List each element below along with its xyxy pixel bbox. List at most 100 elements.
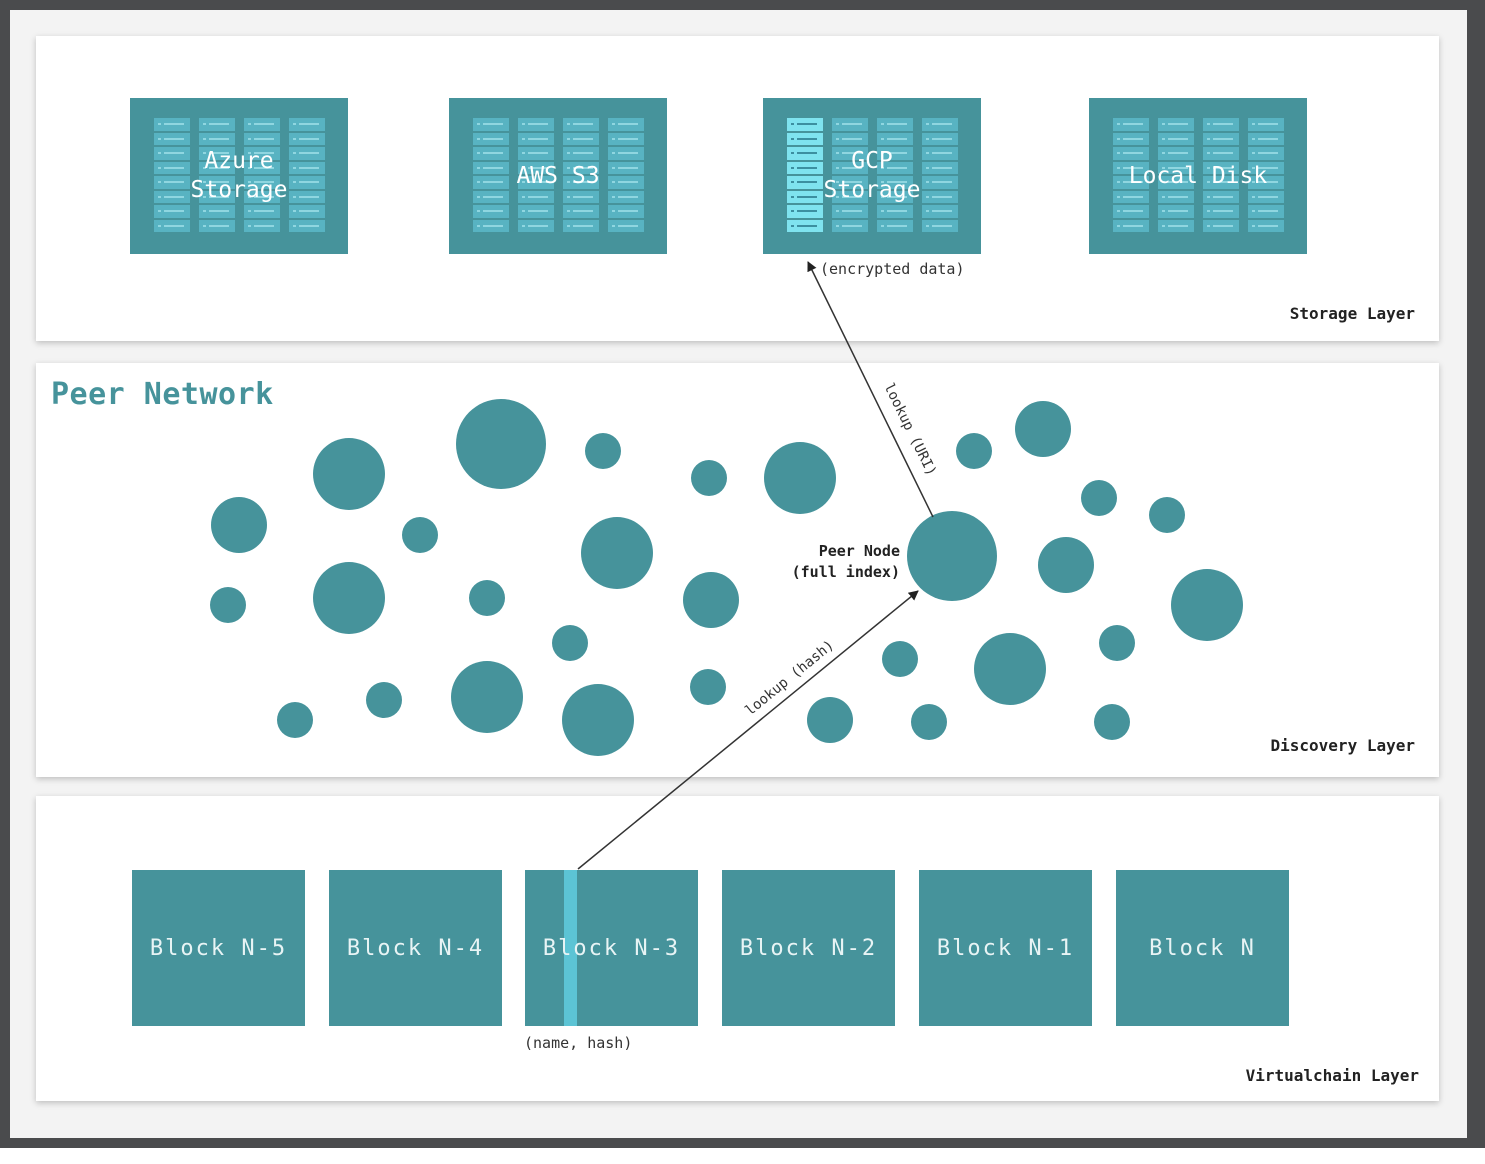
disk-slot xyxy=(877,205,913,218)
disk-slot xyxy=(1113,118,1149,131)
disk-slot xyxy=(608,190,644,203)
disk-slot xyxy=(563,190,599,203)
disk-slot xyxy=(922,132,958,145)
disk-slot xyxy=(1203,176,1239,189)
disk-slot xyxy=(289,190,325,203)
peer-network-title: Peer Network xyxy=(51,377,274,412)
peer-node xyxy=(456,399,546,489)
disk-slot xyxy=(1203,219,1239,232)
disk-slot xyxy=(922,161,958,174)
storage-backend-gcp: GCP Storage xyxy=(763,98,981,254)
block-label: Block N-5 xyxy=(149,935,288,961)
disk-slot xyxy=(473,205,509,218)
disk-slot xyxy=(1248,161,1284,174)
disk-slot xyxy=(832,205,868,218)
disk-slot xyxy=(244,161,280,174)
disk-slot xyxy=(563,161,599,174)
lookup-hash-arrow xyxy=(577,590,919,870)
disk-slot xyxy=(244,190,280,203)
peer-network xyxy=(210,399,1243,756)
disk-slot xyxy=(518,190,554,203)
peer-node xyxy=(451,661,523,733)
disk-slot xyxy=(877,132,913,145)
storage-backend-azure: Azure Storage xyxy=(130,98,348,254)
disk-slot xyxy=(922,205,958,218)
peer-node xyxy=(911,704,947,740)
disk-slot xyxy=(787,161,823,174)
disk-slot xyxy=(154,219,190,232)
disk-slot xyxy=(787,205,823,218)
disk-slot xyxy=(199,176,235,189)
disk-slot xyxy=(1248,190,1284,203)
peer-node xyxy=(366,682,402,718)
disk-slot xyxy=(832,147,868,160)
disk-slot xyxy=(518,205,554,218)
disk-slot xyxy=(922,176,958,189)
block-label: Block N-2 xyxy=(739,935,878,961)
peer-node xyxy=(956,433,992,469)
disk-slot xyxy=(1248,118,1284,131)
disk-slot xyxy=(877,219,913,232)
peer-node xyxy=(1171,569,1243,641)
disk-slot xyxy=(244,132,280,145)
disk-slot xyxy=(877,118,913,131)
peer-node xyxy=(469,580,505,616)
disk-slot xyxy=(199,118,235,131)
peer-node xyxy=(1149,497,1185,533)
disk-slot xyxy=(1158,205,1194,218)
disk-slot xyxy=(877,190,913,203)
storage-backend-name: Local Disk xyxy=(1128,162,1268,189)
storage-backend-aws-s3: AWS S3 xyxy=(449,98,667,254)
disk-slot xyxy=(608,205,644,218)
disk-slot xyxy=(563,118,599,131)
peer-node xyxy=(1094,704,1130,740)
disk-slot xyxy=(832,219,868,232)
disk-slot xyxy=(1203,118,1239,131)
disk-slot xyxy=(563,147,599,160)
disk-slot xyxy=(518,219,554,232)
disk-slot xyxy=(608,118,644,131)
lookup-uri-label: lookup (URI) xyxy=(880,381,939,479)
disk-slot xyxy=(1113,132,1149,145)
block-label: Block N-1 xyxy=(936,935,1075,961)
disk-slot xyxy=(289,219,325,232)
disk-slot xyxy=(563,219,599,232)
disk-slot xyxy=(244,147,280,160)
disk-slot xyxy=(244,176,280,189)
disk-slot xyxy=(518,132,554,145)
disk-slot xyxy=(199,219,235,232)
disk-grid xyxy=(154,118,326,234)
disk-slot xyxy=(563,176,599,189)
peer-node xyxy=(277,702,313,738)
disk-slot xyxy=(922,118,958,131)
disk-slot xyxy=(473,147,509,160)
disk-slot xyxy=(154,190,190,203)
disk-slot xyxy=(922,190,958,203)
disk-slot xyxy=(1203,132,1239,145)
storage-backend-local-disk: Local Disk xyxy=(1089,98,1307,254)
disk-slot xyxy=(1248,176,1284,189)
disk-slot xyxy=(608,176,644,189)
disk-slot xyxy=(244,118,280,131)
lookup-uri-arrow xyxy=(807,261,934,518)
peer-node xyxy=(1015,401,1071,457)
disk-slot xyxy=(473,161,509,174)
block-n-4: Block N-4 xyxy=(329,870,502,1026)
disk-slot xyxy=(154,147,190,160)
peer-node-label: Peer Node (full index) xyxy=(791,542,900,581)
disk-slot xyxy=(1158,118,1194,131)
peer-node xyxy=(764,442,836,514)
disk-slot xyxy=(1248,205,1284,218)
disk-grid xyxy=(1113,118,1285,234)
disk-slot xyxy=(473,190,509,203)
disk-slot xyxy=(1203,205,1239,218)
disk-slot xyxy=(877,147,913,160)
disk-slot xyxy=(1158,132,1194,145)
storage-layer-label: Storage Layer xyxy=(1289,304,1415,323)
disk-slot xyxy=(518,176,554,189)
peer-node xyxy=(313,438,385,510)
storage-backend-name: GCP Storage xyxy=(823,148,921,203)
peer-node xyxy=(882,641,918,677)
peer-node xyxy=(210,587,246,623)
